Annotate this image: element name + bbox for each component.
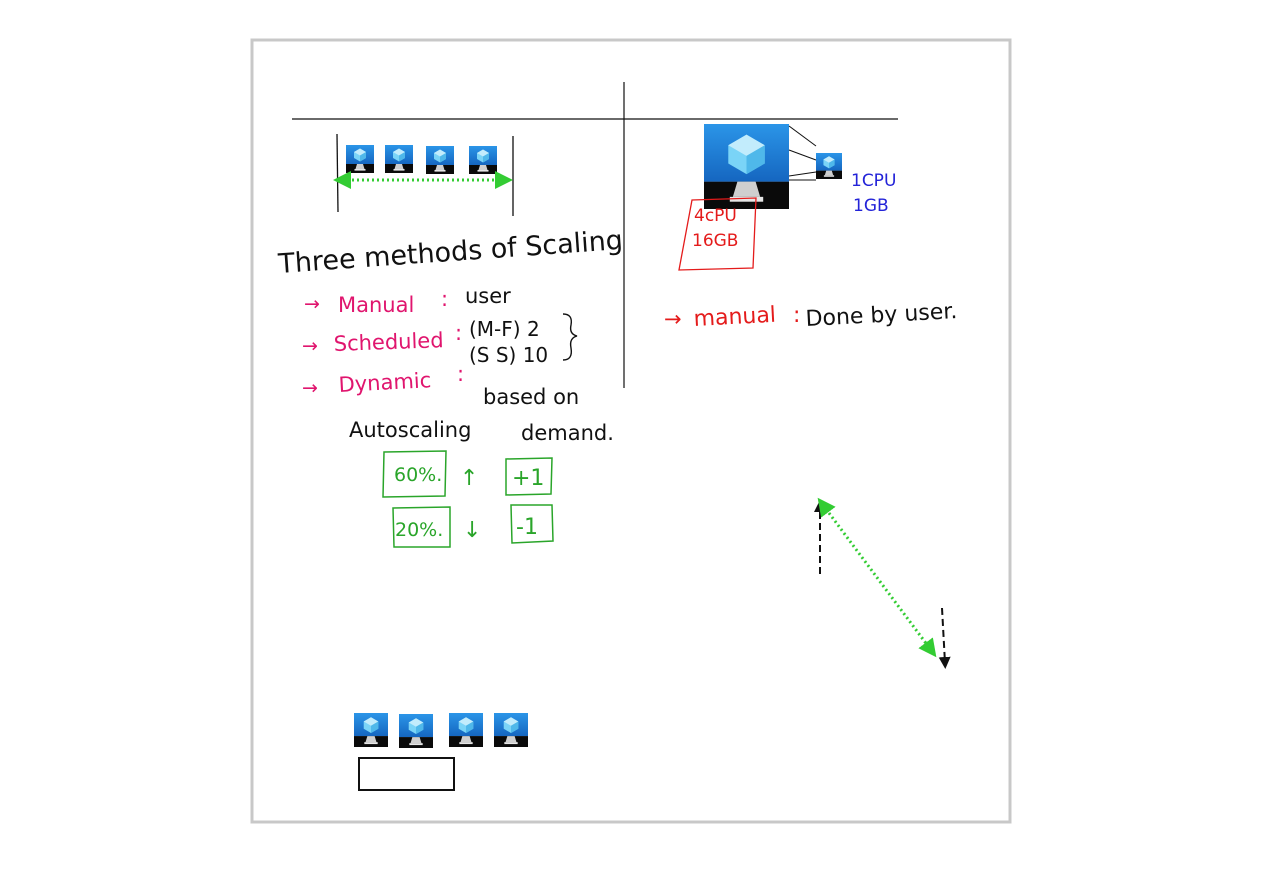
zoom-line xyxy=(788,149,817,161)
method-arrow: → xyxy=(302,335,318,357)
method-colon: : xyxy=(455,321,462,345)
schedule-weekday: (M-F) 2 xyxy=(469,317,540,341)
rule-scale-in-action: -1 xyxy=(516,515,538,540)
spec-box xyxy=(678,197,757,271)
dotted-diagonal-arrow xyxy=(817,497,937,658)
board-frame xyxy=(250,38,1012,824)
method-arrow: → xyxy=(302,377,318,399)
method-manual-label: Manual xyxy=(338,293,414,317)
small-vm-cpu: 1CPU xyxy=(851,171,896,191)
zoom-line xyxy=(788,171,817,177)
small-vm-memory: 1GB xyxy=(853,196,889,216)
empty-box xyxy=(358,757,455,791)
rule-action-box xyxy=(510,504,554,544)
method-colon: : xyxy=(457,362,464,386)
vm-icon xyxy=(426,146,454,174)
autoscaling-rules: 60%. ↑ +1 20%. ↓ -1 xyxy=(382,450,554,548)
vm-icon xyxy=(449,713,483,747)
rule-scale-in-threshold: 20%. xyxy=(395,519,443,541)
method-scheduled-label: Scheduled xyxy=(333,328,444,356)
dynamic-note-line1: based on xyxy=(483,385,579,409)
vertical-note-label: manual xyxy=(693,303,777,332)
big-vm-cpu: 4cPU xyxy=(694,206,737,226)
rule-scale-out-threshold: 60%. xyxy=(394,464,442,486)
big-vm-memory: 16GB xyxy=(692,231,738,251)
rule-threshold-box xyxy=(382,450,447,498)
vm-icon xyxy=(469,146,497,174)
vertical-note-arrow: → xyxy=(664,307,682,331)
rule-action-box xyxy=(505,457,553,496)
method-manual-detail: user xyxy=(465,284,511,308)
bottom-vm-group xyxy=(354,713,528,791)
method-colon: : xyxy=(441,287,448,311)
rule-scale-out-action: +1 xyxy=(512,466,544,491)
schedule-weekend: (S S) 10 xyxy=(469,343,548,367)
large-vm-icon xyxy=(704,124,789,209)
dynamic-note-line2: demand. xyxy=(521,421,614,445)
vm-icon xyxy=(346,145,374,173)
vm-icon xyxy=(354,713,388,747)
rule-up-arrow: ↑ xyxy=(460,466,478,491)
autoscaling-label: Autoscaling xyxy=(349,418,471,442)
dashed-down-arrow xyxy=(938,607,951,669)
schedule-brace xyxy=(562,313,578,361)
vm-icon xyxy=(385,145,413,173)
rule-down-arrow: ↓ xyxy=(463,518,481,543)
vertical-note-colon: : xyxy=(793,303,800,328)
rule-threshold-box xyxy=(392,506,451,548)
zoom-line xyxy=(788,125,817,147)
method-dynamic-label: Dynamic xyxy=(338,368,432,397)
vm-icon xyxy=(399,714,433,748)
horizontal-scaling-group xyxy=(333,133,514,216)
vm-icon xyxy=(494,713,528,747)
load-sketch xyxy=(814,497,951,669)
method-arrow: → xyxy=(304,293,320,315)
small-vm-icon xyxy=(816,153,842,179)
